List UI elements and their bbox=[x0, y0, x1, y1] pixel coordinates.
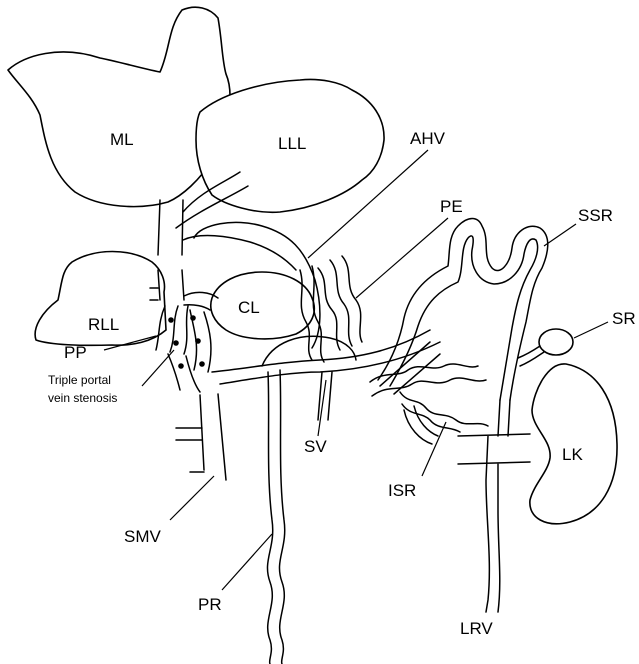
label-ml: ML bbox=[110, 130, 134, 149]
left-kidney-shape bbox=[530, 364, 617, 524]
isr-outer-curve bbox=[404, 406, 438, 444]
label-lk: LK bbox=[562, 445, 583, 464]
label-lll: LLL bbox=[278, 134, 306, 153]
stenosis-dot bbox=[178, 363, 184, 369]
label-ssr: SSR bbox=[578, 206, 613, 225]
leader-stenosis bbox=[142, 350, 174, 386]
leader-smv bbox=[170, 476, 214, 520]
leader-sr bbox=[574, 322, 608, 338]
stenosis-dot bbox=[168, 317, 174, 323]
leader-pr bbox=[222, 534, 272, 590]
stenosis-dot bbox=[199, 361, 205, 367]
pe-vessels bbox=[318, 256, 362, 350]
stenosis-dot bbox=[173, 340, 179, 346]
label-stenosis-line2: vein stenosis bbox=[48, 391, 117, 405]
portal-branch-left bbox=[183, 236, 296, 270]
leader-ssr bbox=[544, 224, 576, 246]
label-ahv: AHV bbox=[410, 129, 446, 148]
label-pe: PE bbox=[440, 197, 463, 216]
ssr-descending bbox=[498, 400, 510, 436]
label-sv: SV bbox=[304, 437, 327, 456]
stenosis-dot bbox=[190, 315, 196, 321]
pr-vessel bbox=[267, 370, 284, 664]
caudate-lobe-shape bbox=[211, 272, 315, 339]
median-lobe-shape bbox=[8, 7, 230, 206]
main-portal-vein bbox=[200, 394, 226, 480]
label-pr: PR bbox=[198, 595, 222, 614]
leader-isr bbox=[422, 422, 446, 476]
spleen-remnant-shape bbox=[539, 329, 573, 355]
sr-connector bbox=[518, 346, 544, 366]
label-stenosis-line1: Triple portal bbox=[48, 373, 111, 387]
label-smv: SMV bbox=[124, 527, 162, 546]
label-lrv: LRV bbox=[460, 619, 493, 638]
sv-lower-branch bbox=[318, 372, 332, 420]
smv-branches bbox=[176, 428, 204, 472]
left-renal-vein bbox=[458, 434, 530, 612]
isr-loops bbox=[370, 364, 488, 432]
label-pp: PP bbox=[64, 343, 87, 362]
stenosis-dot bbox=[195, 338, 201, 344]
label-isr: ISR bbox=[388, 481, 416, 500]
leader-pe bbox=[356, 218, 448, 298]
leader-lines bbox=[104, 150, 608, 590]
label-rll: RLL bbox=[88, 315, 119, 334]
label-cl: CL bbox=[238, 298, 260, 317]
label-sr: SR bbox=[612, 309, 636, 328]
